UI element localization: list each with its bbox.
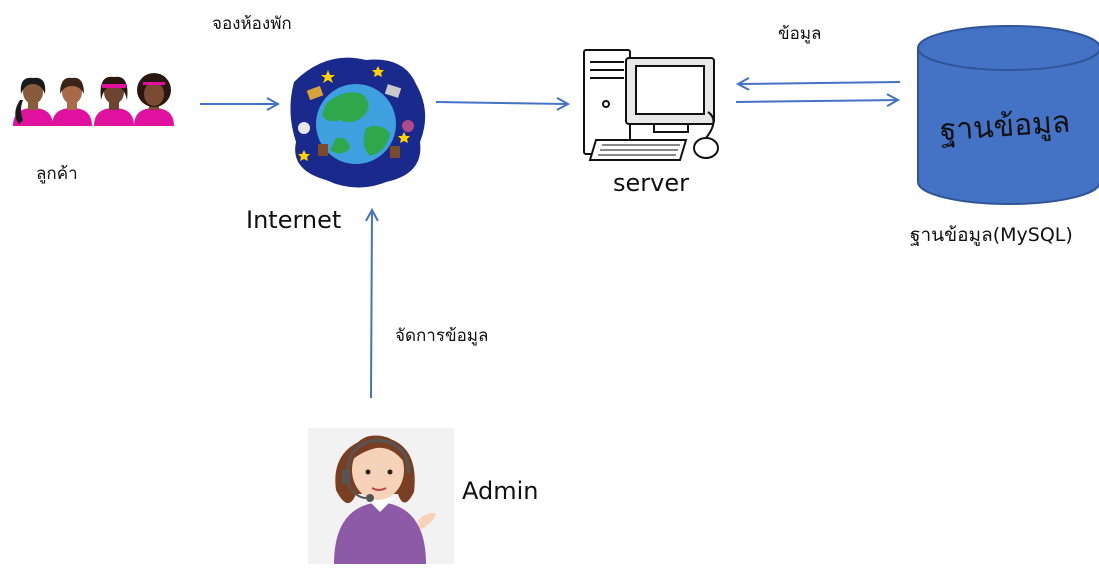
- database-icon: [917, 25, 1099, 205]
- arrow-server-to-database: [735, 100, 898, 102]
- customer-label: ลูกค้า: [36, 164, 78, 184]
- arrow-admin-to-internet: [371, 210, 372, 399]
- admin-icon: [308, 428, 454, 564]
- internet-label: Internet: [246, 206, 342, 234]
- admin-label: Admin: [462, 477, 539, 505]
- computer-icon: [583, 49, 719, 161]
- data-flow-label: ข้อมูล: [778, 24, 822, 44]
- database-caption: ฐานข้อมูล(MySQL): [910, 224, 1073, 246]
- manage-data-label: จัดการข้อมูล: [395, 326, 489, 346]
- arrow-database-to-server: [738, 82, 901, 84]
- arrow-internet-to-server: [435, 102, 568, 104]
- book-room-label: จองห้องพัก: [212, 14, 292, 34]
- customers-icon: [13, 73, 174, 126]
- globe-icon: [290, 57, 426, 188]
- server-label: server: [613, 169, 689, 197]
